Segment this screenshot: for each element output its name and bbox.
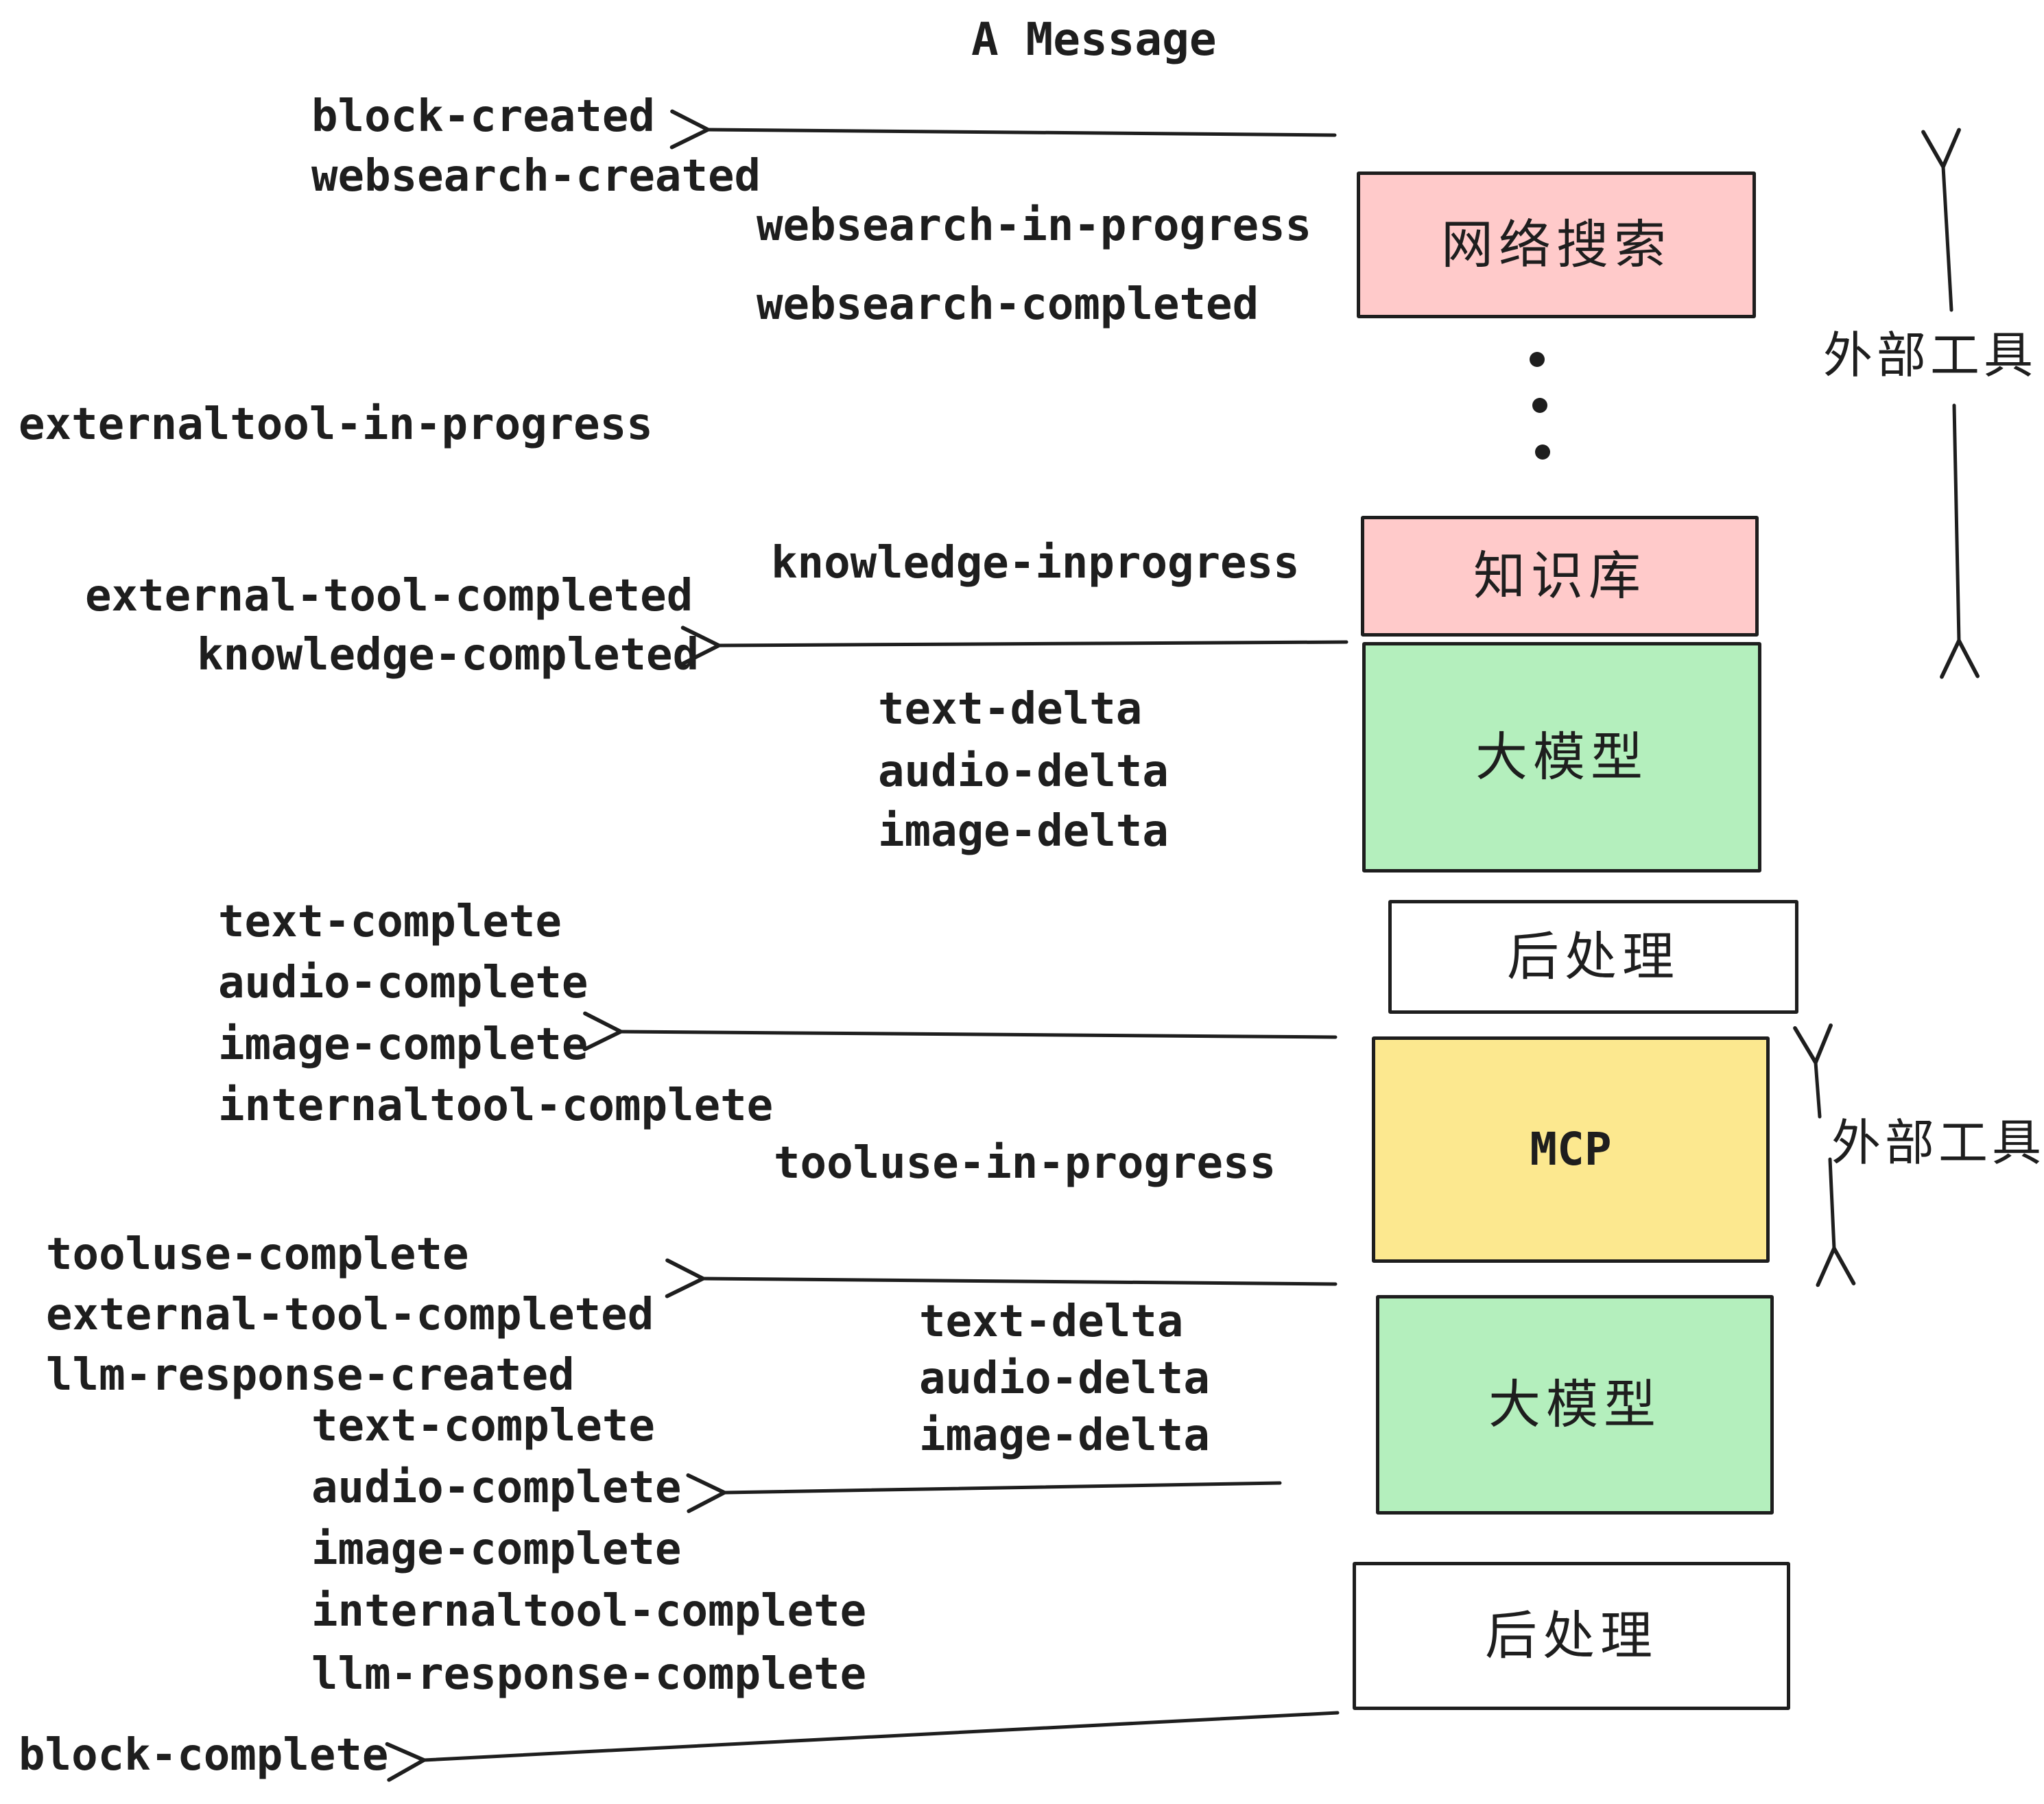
event-label-text-complete-1: text-complete	[218, 897, 562, 947]
event-label-image-delta-1: image-delta	[878, 806, 1169, 857]
event-label-knowledge-inprogress: knowledge-inprogress	[771, 538, 1300, 589]
event-label-internaltool-complete-2: internaltool-complete	[311, 1586, 867, 1637]
box-knowledge-base-label: 知识库	[1473, 545, 1646, 606]
box-postprocess-2: 后处理	[1353, 1562, 1790, 1710]
arrow-external-tools-mid-down	[1816, 1157, 1856, 1287]
diagram-title: A Message	[971, 13, 1217, 66]
event-label-block-complete: block-complete	[19, 1730, 389, 1781]
event-label-tooluse-in-progress: tooluse-in-progress	[774, 1138, 1276, 1189]
arrow-mcp-to-tooluse-complete	[665, 1258, 1338, 1298]
event-label-llm-response-complete: llm-response-complete	[311, 1649, 867, 1700]
box-websearch: 网络搜索	[1357, 171, 1756, 318]
event-label-audio-delta-2: audio-delta	[919, 1353, 1210, 1404]
box-llm-2-label: 大模型	[1488, 1374, 1661, 1435]
event-label-text-delta-2: text-delta	[919, 1296, 1184, 1347]
event-label-websearch-created: websearch-created	[311, 151, 761, 202]
event-label-externaltool-in-progress: externaltool-in-progress	[19, 399, 653, 450]
arrow-websearch-to-block-created	[669, 109, 1337, 150]
event-label-audio-complete-1: audio-complete	[218, 958, 589, 1008]
arrow-llm2-to-audio-complete	[686, 1473, 1282, 1513]
ellipsis-dots	[1530, 352, 1550, 460]
box-postprocess-1-label: 后处理	[1507, 926, 1680, 987]
arrow-llm-to-knowledge-completed	[680, 626, 1348, 666]
side-label-external-tools-middle: 外部工具	[1831, 1114, 2044, 1172]
event-label-internaltool-complete-1: internaltool-complete	[218, 1080, 774, 1131]
arrow-post2-to-block-complete	[385, 1711, 1340, 1782]
box-postprocess-2-label: 后处理	[1485, 1605, 1658, 1666]
event-label-websearch-completed: websearch-completed	[757, 279, 1259, 330]
arrow-post1-to-image-complete	[582, 1011, 1338, 1052]
event-label-block-created: block-created	[311, 91, 655, 142]
event-label-image-delta-2: image-delta	[919, 1410, 1210, 1461]
arrow-external-tools-mid-up	[1793, 1023, 1833, 1119]
box-mcp-label: MCP	[1530, 1123, 1612, 1176]
event-label-websearch-in-progress: websearch-in-progress	[757, 200, 1312, 251]
event-label-text-delta-1: text-delta	[878, 684, 1143, 735]
event-label-external-tool-completed-2: external-tool-completed	[46, 1290, 654, 1340]
box-llm-2: 大模型	[1376, 1295, 1774, 1515]
event-label-tooluse-complete: tooluse-complete	[46, 1229, 469, 1280]
event-label-image-complete-2: image-complete	[311, 1524, 682, 1575]
event-label-audio-complete-2: audio-complete	[311, 1462, 682, 1513]
box-mcp: MCP	[1372, 1036, 1770, 1263]
event-label-external-tool-completed: external-tool-completed	[85, 571, 693, 621]
box-llm-1-label: 大模型	[1475, 726, 1648, 787]
box-llm-1: 大模型	[1362, 642, 1761, 873]
event-label-image-complete-1: image-complete	[218, 1019, 589, 1070]
event-label-text-complete-2: text-complete	[311, 1401, 655, 1451]
side-label-external-tools-top: 外部工具	[1823, 327, 2038, 384]
event-label-llm-response-created: llm-response-created	[46, 1350, 575, 1401]
arrow-external-tools-top-up	[1921, 128, 1961, 312]
box-websearch-label: 网络搜索	[1441, 214, 1672, 275]
event-label-audio-delta-1: audio-delta	[878, 746, 1169, 797]
box-knowledge-base: 知识库	[1361, 516, 1759, 637]
box-postprocess-1: 后处理	[1388, 900, 1798, 1014]
event-label-knowledge-completed: knowledge-completed	[197, 630, 700, 680]
arrow-external-tools-top-down	[1940, 403, 1980, 679]
